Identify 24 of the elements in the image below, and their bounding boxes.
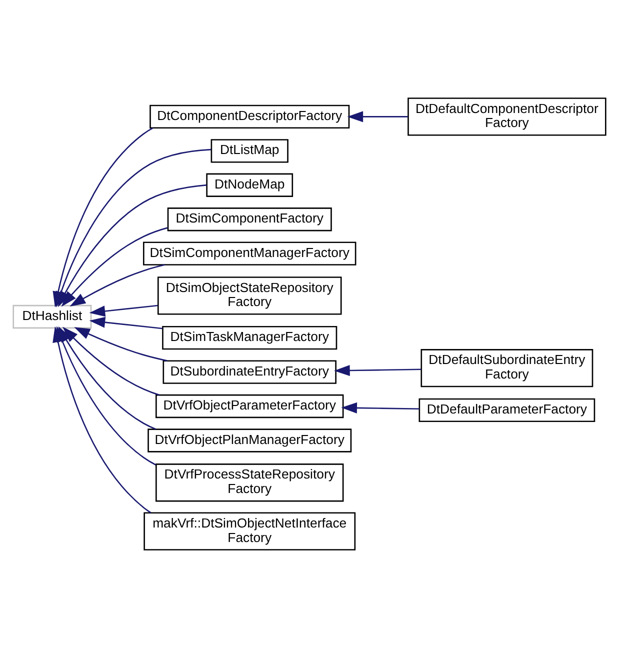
node-box: DtVrfProcessStateRepository Factory <box>156 463 344 502</box>
node-box: DtSimTaskManagerFactory <box>162 325 338 350</box>
arrow <box>341 402 420 413</box>
node-box: DtVrfObjectPlanManagerFactory <box>148 428 352 452</box>
node-box: DtDefaultSubordinateEntry Factory <box>420 348 594 387</box>
node-box: DtListMap <box>210 138 288 162</box>
arrow <box>74 326 168 361</box>
node-box: makVrf::DtSimObjectNetInterface Factory <box>144 512 356 550</box>
node-box: DtDefaultParameterFactory <box>418 398 596 422</box>
node-box: DtSimComponentManagerFactory <box>143 241 356 265</box>
arrow <box>70 264 166 306</box>
node-box: DtSimObjectStateRepository Factory <box>157 276 342 314</box>
arrow <box>334 364 422 376</box>
arrow <box>89 316 162 329</box>
arrow <box>61 226 168 306</box>
node-box: DtNodeMap <box>206 172 294 196</box>
node-box: DtSimComponentFactory <box>167 207 332 231</box>
node-box: DtComponentDescriptorFactory <box>150 104 350 128</box>
node-box: DtSubordinateEntryFactory <box>162 360 336 384</box>
node-box: DtVrfObjectParameterFactory <box>156 394 344 418</box>
node-box: DtHashlist <box>12 304 92 328</box>
node-box: DtDefaultComponentDescriptor Factory <box>408 97 606 136</box>
arrow <box>89 304 158 316</box>
arrow <box>347 110 408 122</box>
